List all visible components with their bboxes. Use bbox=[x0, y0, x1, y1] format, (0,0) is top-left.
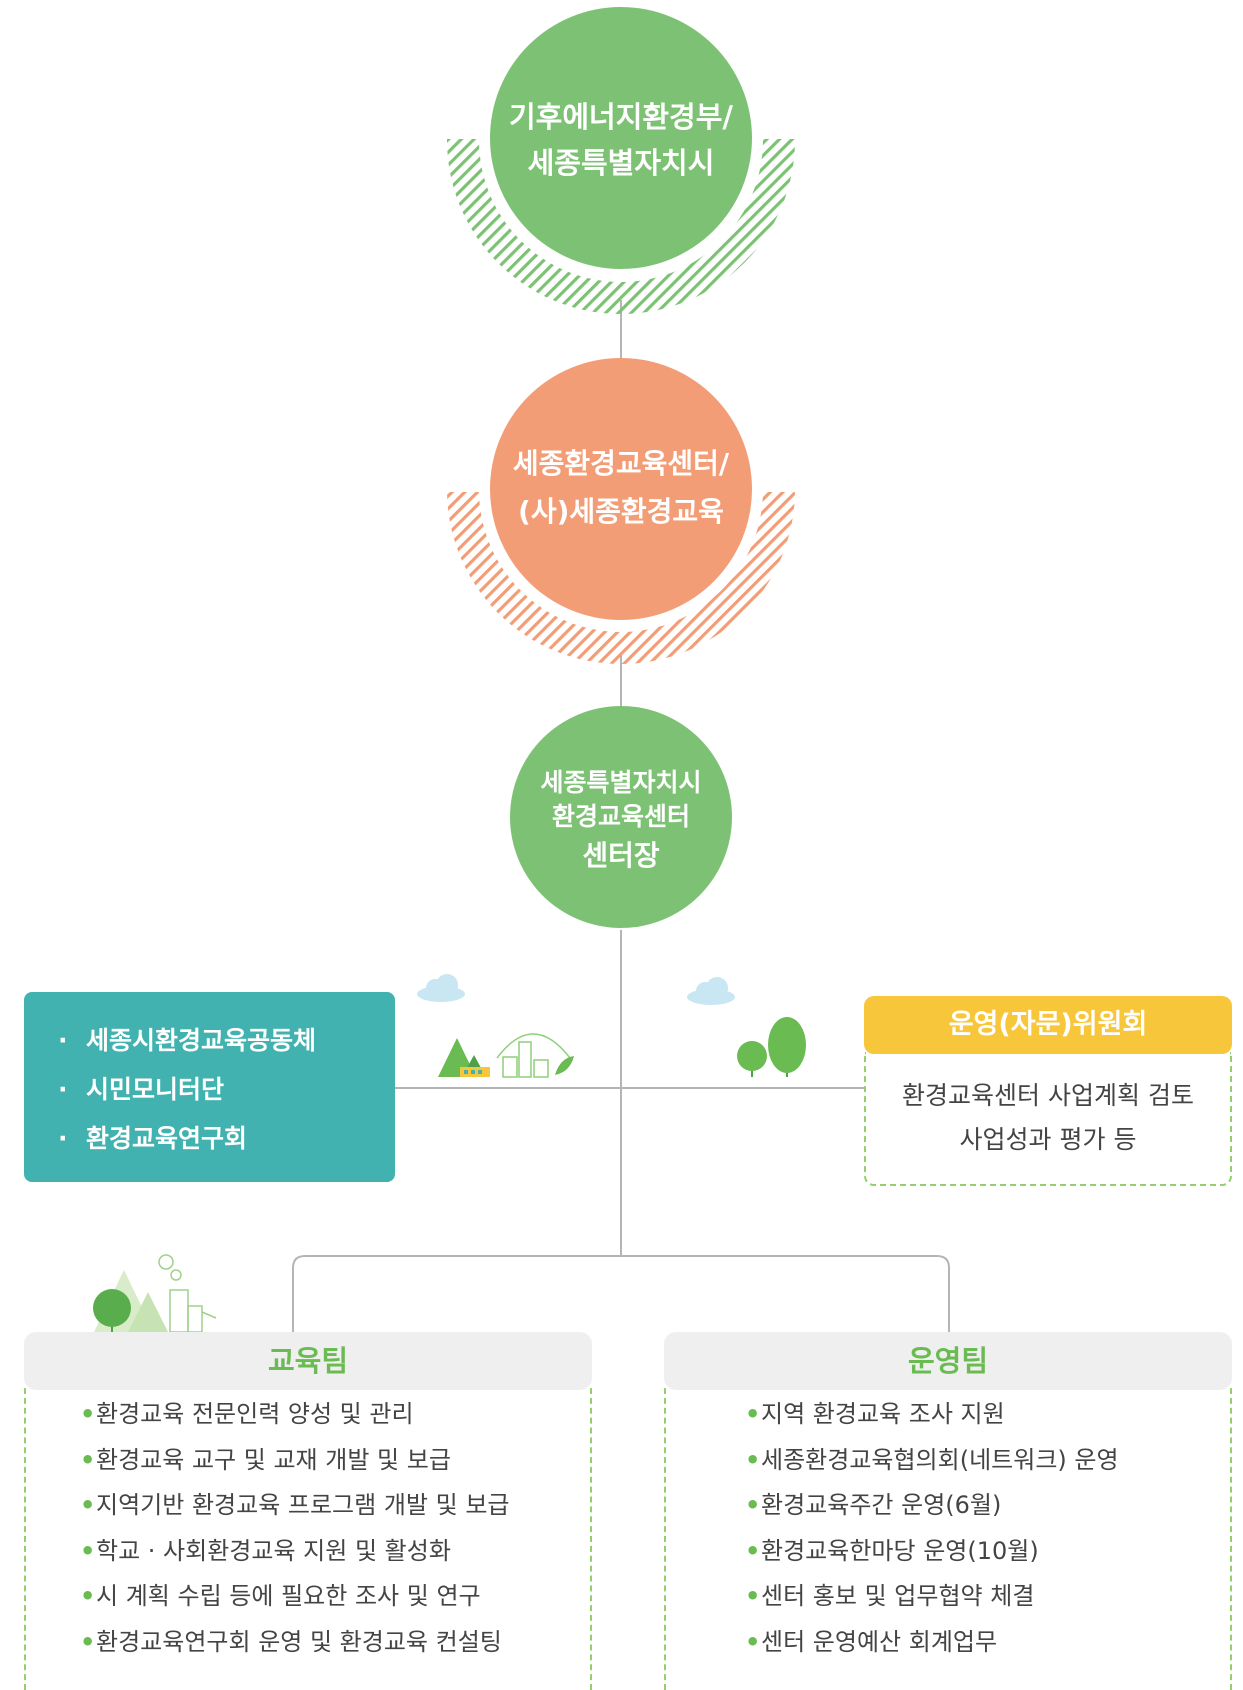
bullet: · bbox=[58, 1124, 68, 1153]
education-team-panel bbox=[24, 1388, 592, 1690]
operations-team-title: 운영팀 bbox=[664, 1332, 1232, 1390]
bullet: • bbox=[745, 1536, 761, 1565]
list-item: •환경교육 전문인력 양성 및 관리 bbox=[80, 1392, 510, 1438]
operations-team-list: •지역 환경교육 조사 지원 •세종환경교육협의회(네트워크) 운영 •환경교육… bbox=[745, 1392, 1119, 1665]
director-node-line3: 센터장 bbox=[582, 839, 660, 872]
bullet: • bbox=[745, 1627, 761, 1656]
list-item: •환경교육주간 운영(6월) bbox=[745, 1483, 1119, 1529]
community-item-label: 환경교육연구회 bbox=[86, 1124, 248, 1153]
list-item: •시 계획 수립 등에 필요한 조사 및 연구 bbox=[80, 1574, 510, 1620]
list-item-label: 환경교육 전문인력 양성 및 관리 bbox=[96, 1400, 414, 1428]
center-node-label: 세종환경교육센터/ (사)세종환경교육 bbox=[491, 440, 751, 536]
list-item: •센터 홍보 및 업무협약 체결 bbox=[745, 1574, 1119, 1620]
list-item-label: 센터 운영예산 회계업무 bbox=[761, 1627, 998, 1656]
green-hatch-arc-icon bbox=[447, 139, 795, 314]
bullet: • bbox=[745, 1445, 761, 1474]
committee-line1: 환경교육센터 사업계획 검토 bbox=[902, 1081, 1194, 1110]
list-item-label: 지역기반 환경교육 프로그램 개발 및 보급 bbox=[96, 1491, 510, 1519]
list-item-label: 환경교육주간 운영(6월) bbox=[761, 1491, 1002, 1519]
operations-team-panel bbox=[664, 1388, 1232, 1690]
trees-icon bbox=[737, 1017, 806, 1077]
center-node-line2: (사)세종환경교육 bbox=[518, 495, 724, 528]
bullet: · bbox=[58, 1026, 68, 1055]
list-item: •학교 · 사회환경교육 지원 및 활성화 bbox=[80, 1529, 510, 1575]
top-node-label: 기후에너지환경부/ 세종특별자치시 bbox=[491, 94, 751, 186]
bullet: • bbox=[745, 1400, 761, 1428]
bullet: · bbox=[58, 1075, 68, 1104]
cloud-icon bbox=[417, 974, 465, 1002]
bullet: • bbox=[80, 1582, 96, 1610]
bullet: • bbox=[80, 1400, 96, 1428]
list-item-label: 세종환경교육협의회(네트워크) 운영 bbox=[761, 1445, 1119, 1474]
director-node-line2: 환경교육센터 bbox=[551, 802, 690, 831]
list-item-label: 환경교육연구회 운영 및 환경교육 컨설팅 bbox=[96, 1627, 502, 1656]
director-node-circle bbox=[510, 706, 732, 928]
bullet: • bbox=[80, 1491, 96, 1519]
list-item-label: 지역 환경교육 조사 지원 bbox=[761, 1400, 1005, 1428]
orange-hatch-arc-icon bbox=[447, 492, 795, 664]
list-item-label: 시 계획 수립 등에 필요한 조사 및 연구 bbox=[96, 1582, 481, 1610]
community-box: · 세종시환경교육공동체 · 시민모니터단 · 환경교육연구회 bbox=[24, 992, 395, 1182]
community-item: · 환경교육연구회 bbox=[58, 1114, 395, 1163]
mountain-town-icon bbox=[438, 1033, 574, 1078]
bullet: • bbox=[80, 1445, 96, 1474]
center-node-circle bbox=[490, 358, 752, 620]
community-item-label: 세종시환경교육공동체 bbox=[86, 1026, 317, 1055]
connector-lines bbox=[292, 300, 950, 1335]
list-item: •지역 환경교육 조사 지원 bbox=[745, 1392, 1119, 1438]
center-node-line1: 세종환경교육센터/ bbox=[512, 447, 730, 480]
list-item: •환경교육한마당 운영(10월) bbox=[745, 1529, 1119, 1575]
list-item: •환경교육 교구 및 교재 개발 및 보급 bbox=[80, 1438, 510, 1484]
education-team-title: 교육팀 bbox=[24, 1332, 592, 1390]
committee-title: 운영(자문)위원회 bbox=[864, 996, 1232, 1054]
committee-description: 환경교육센터 사업계획 검토 사업성과 평가 등 bbox=[864, 1052, 1232, 1186]
tree-factory-icon bbox=[93, 1254, 217, 1333]
community-item-label: 시민모니터단 bbox=[86, 1075, 225, 1104]
bullet: • bbox=[80, 1536, 96, 1565]
list-item-label: 학교 · 사회환경교육 지원 및 활성화 bbox=[96, 1536, 451, 1565]
bullet: • bbox=[745, 1491, 761, 1519]
director-node-line1: 세종특별자치시 bbox=[540, 768, 702, 797]
committee-line2: 사업성과 평가 등 bbox=[959, 1125, 1137, 1154]
education-team-list: •환경교육 전문인력 양성 및 관리 •환경교육 교구 및 교재 개발 및 보급… bbox=[80, 1392, 510, 1665]
list-item: •지역기반 환경교육 프로그램 개발 및 보급 bbox=[80, 1483, 510, 1529]
list-item-label: 센터 홍보 및 업무협약 체결 bbox=[761, 1582, 1035, 1610]
bullet: • bbox=[745, 1582, 761, 1610]
director-node-label: 세종특별자치시 환경교육센터 센터장 bbox=[511, 766, 731, 878]
community-item: · 세종시환경교육공동체 bbox=[58, 1016, 395, 1065]
cloud-icon bbox=[687, 977, 735, 1005]
list-item-label: 환경교육 교구 및 교재 개발 및 보급 bbox=[96, 1445, 451, 1474]
list-item-label: 환경교육한마당 운영(10월) bbox=[761, 1536, 1039, 1565]
top-node-line1: 기후에너지환경부/ bbox=[508, 100, 734, 134]
community-item: · 시민모니터단 bbox=[58, 1065, 395, 1114]
list-item: •세종환경교육협의회(네트워크) 운영 bbox=[745, 1438, 1119, 1484]
top-node-circle bbox=[490, 7, 752, 269]
top-node-line2: 세종특별자치시 bbox=[527, 146, 715, 180]
list-item: •환경교육연구회 운영 및 환경교육 컨설팅 bbox=[80, 1620, 510, 1666]
list-item: •센터 운영예산 회계업무 bbox=[745, 1620, 1119, 1666]
bullet: • bbox=[80, 1627, 96, 1656]
